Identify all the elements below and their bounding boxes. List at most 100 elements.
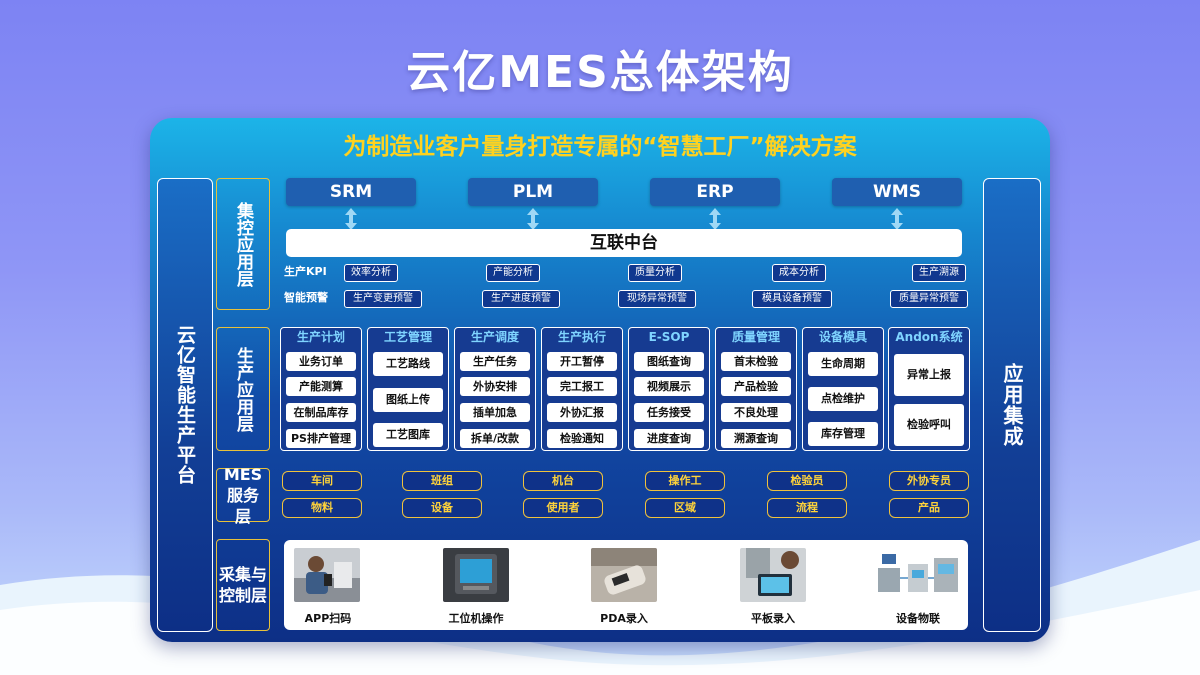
module-process-management: 工艺管理 工艺路线 图纸上传 工艺图库: [367, 327, 449, 451]
service-chip: 机台: [523, 471, 603, 491]
iot-devices-photo-icon: [874, 548, 962, 602]
module-item: 库存管理: [808, 422, 878, 446]
service-chip: 区域: [645, 498, 725, 518]
module-item: 在制品库存: [286, 403, 356, 422]
kpi-chip: 成本分析: [772, 264, 826, 282]
alert-chip: 模具设备预警: [752, 290, 832, 308]
service-chip: 流程: [767, 498, 847, 518]
layer-control: 集控应用层: [216, 178, 270, 310]
module-production-execution: 生产执行 开工暂停 完工报工 外协汇报 检验通知: [541, 327, 623, 451]
module-title: 质量管理: [731, 330, 780, 344]
system-srm: SRM: [286, 178, 416, 206]
kpi-row-label: 生产KPI: [284, 265, 327, 278]
service-chip: 班组: [402, 471, 482, 491]
module-production-plan: 生产计划 业务订单 产能测算 在制品库存 PS排产管理: [280, 327, 362, 451]
module-item: 插单加急: [460, 403, 530, 422]
pda-photo-icon: [591, 548, 657, 602]
alert-row-label: 智能预警: [284, 291, 328, 304]
layer-collection: 采集与控制层: [216, 539, 270, 631]
collection-label: APP扫码: [304, 612, 352, 625]
module-item: 生产任务: [460, 352, 530, 371]
module-title: 生产计划: [296, 330, 345, 344]
right-integration-column: 应用集成: [983, 178, 1041, 632]
module-quality-management: 质量管理 首末检验 产品检验 不良处理 溯源查询: [715, 327, 797, 451]
module-item: 业务订单: [286, 352, 356, 371]
system-erp: ERP: [650, 178, 780, 206]
double-arrow-icon: [527, 208, 539, 230]
page-title: 云亿MES总体架构: [406, 47, 794, 98]
tablet-photo-icon: [740, 548, 806, 602]
module-item: 检验通知: [547, 429, 617, 448]
module-andon-system: Andon系统 异常上报 检验呼叫: [888, 327, 970, 451]
module-equipment-mold: 设备模具 生命周期 点检维护 库存管理: [802, 327, 884, 451]
module-title: 设备模具: [818, 330, 867, 344]
service-chip: 物料: [282, 498, 362, 518]
collection-label: 设备物联: [896, 612, 940, 625]
module-item: 外协汇报: [547, 403, 617, 422]
kpi-chip: 产能分析: [486, 264, 540, 282]
module-item: 外协安排: [460, 377, 530, 396]
module-item: 任务接受: [634, 403, 704, 422]
service-chip: 操作工: [645, 471, 725, 491]
collection-strip: APP扫码 工位机操作 PDA录入 平板录入 设备物联: [284, 540, 968, 630]
system-plm: PLM: [468, 178, 598, 206]
module-item: 点检维护: [808, 387, 878, 411]
collection-label: 工位机操作: [448, 612, 504, 625]
layer-service: MES服务层: [216, 465, 270, 526]
module-item: 图纸查询: [634, 352, 704, 371]
kpi-chip: 效率分析: [344, 264, 398, 282]
layer-production: 生产应用层: [216, 327, 270, 451]
module-item: 开工暂停: [547, 352, 617, 371]
service-chip: 外协专员: [889, 471, 969, 491]
double-arrow-icon: [709, 208, 721, 230]
module-item: 生命周期: [808, 352, 878, 376]
module-title: 工艺管理: [383, 330, 432, 344]
system-wms: WMS: [832, 178, 962, 206]
service-chip: 车间: [282, 471, 362, 491]
layer-service-label: MES服务层: [223, 464, 263, 526]
module-item: 首末检验: [721, 352, 791, 371]
alert-chip: 现场异常预警: [618, 290, 696, 308]
layer-collection-label: 采集与控制层: [218, 565, 267, 605]
module-production-dispatch: 生产调度 生产任务 外协安排 插单加急 拆单/改款: [454, 327, 536, 451]
service-chip: 检验员: [767, 471, 847, 491]
panel-subtitle: 为制造业客户量身打造专属的“智慧工厂”解决方案: [343, 134, 857, 160]
module-item: 进度查询: [634, 429, 704, 448]
alert-chip: 质量异常预警: [890, 290, 968, 308]
module-title: E-SOP: [648, 330, 690, 344]
double-arrow-icon: [345, 208, 357, 230]
alert-chip: 生产进度预警: [482, 290, 560, 308]
module-item: PS排产管理: [286, 429, 356, 448]
kpi-chip: 质量分析: [628, 264, 682, 282]
service-chip: 使用者: [523, 498, 603, 518]
collection-label: PDA录入: [600, 612, 648, 625]
module-item: 图纸上传: [373, 388, 443, 412]
right-integration-label: 应用集成: [1000, 363, 1024, 447]
alert-chip: 生产变更预警: [344, 290, 422, 308]
module-item: 视频展示: [634, 377, 704, 396]
kpi-chip: 生产溯源: [912, 264, 966, 282]
module-item: 拆单/改款: [460, 429, 530, 448]
module-item: 产能测算: [286, 377, 356, 396]
module-item: 工艺图库: [373, 423, 443, 447]
module-item: 产品检验: [721, 377, 791, 396]
module-esop: E-SOP 图纸查询 视频展示 任务接受 进度查询: [628, 327, 710, 451]
module-item: 不良处理: [721, 403, 791, 422]
module-item: 工艺路线: [373, 352, 443, 376]
layer-production-label: 生产应用层: [233, 346, 253, 432]
module-item: 检验呼叫: [894, 404, 964, 446]
left-platform-label: 云亿智能生产平台: [174, 325, 196, 485]
middle-platform-bar: 互联中台: [286, 229, 962, 257]
module-item: 溯源查询: [721, 429, 791, 448]
double-arrow-icon: [891, 208, 903, 230]
collection-label: 平板录入: [751, 612, 795, 625]
module-title: 生产调度: [470, 330, 519, 344]
left-platform-column: 云亿智能生产平台: [157, 178, 213, 632]
phone-scan-photo-icon: [294, 548, 360, 602]
module-item: 异常上报: [894, 354, 964, 396]
module-item: 完工报工: [547, 377, 617, 396]
service-chip: 设备: [402, 498, 482, 518]
service-chip: 产品: [889, 498, 969, 518]
layer-control-label: 集控应用层: [233, 201, 253, 287]
station-terminal-photo-icon: [443, 548, 509, 602]
